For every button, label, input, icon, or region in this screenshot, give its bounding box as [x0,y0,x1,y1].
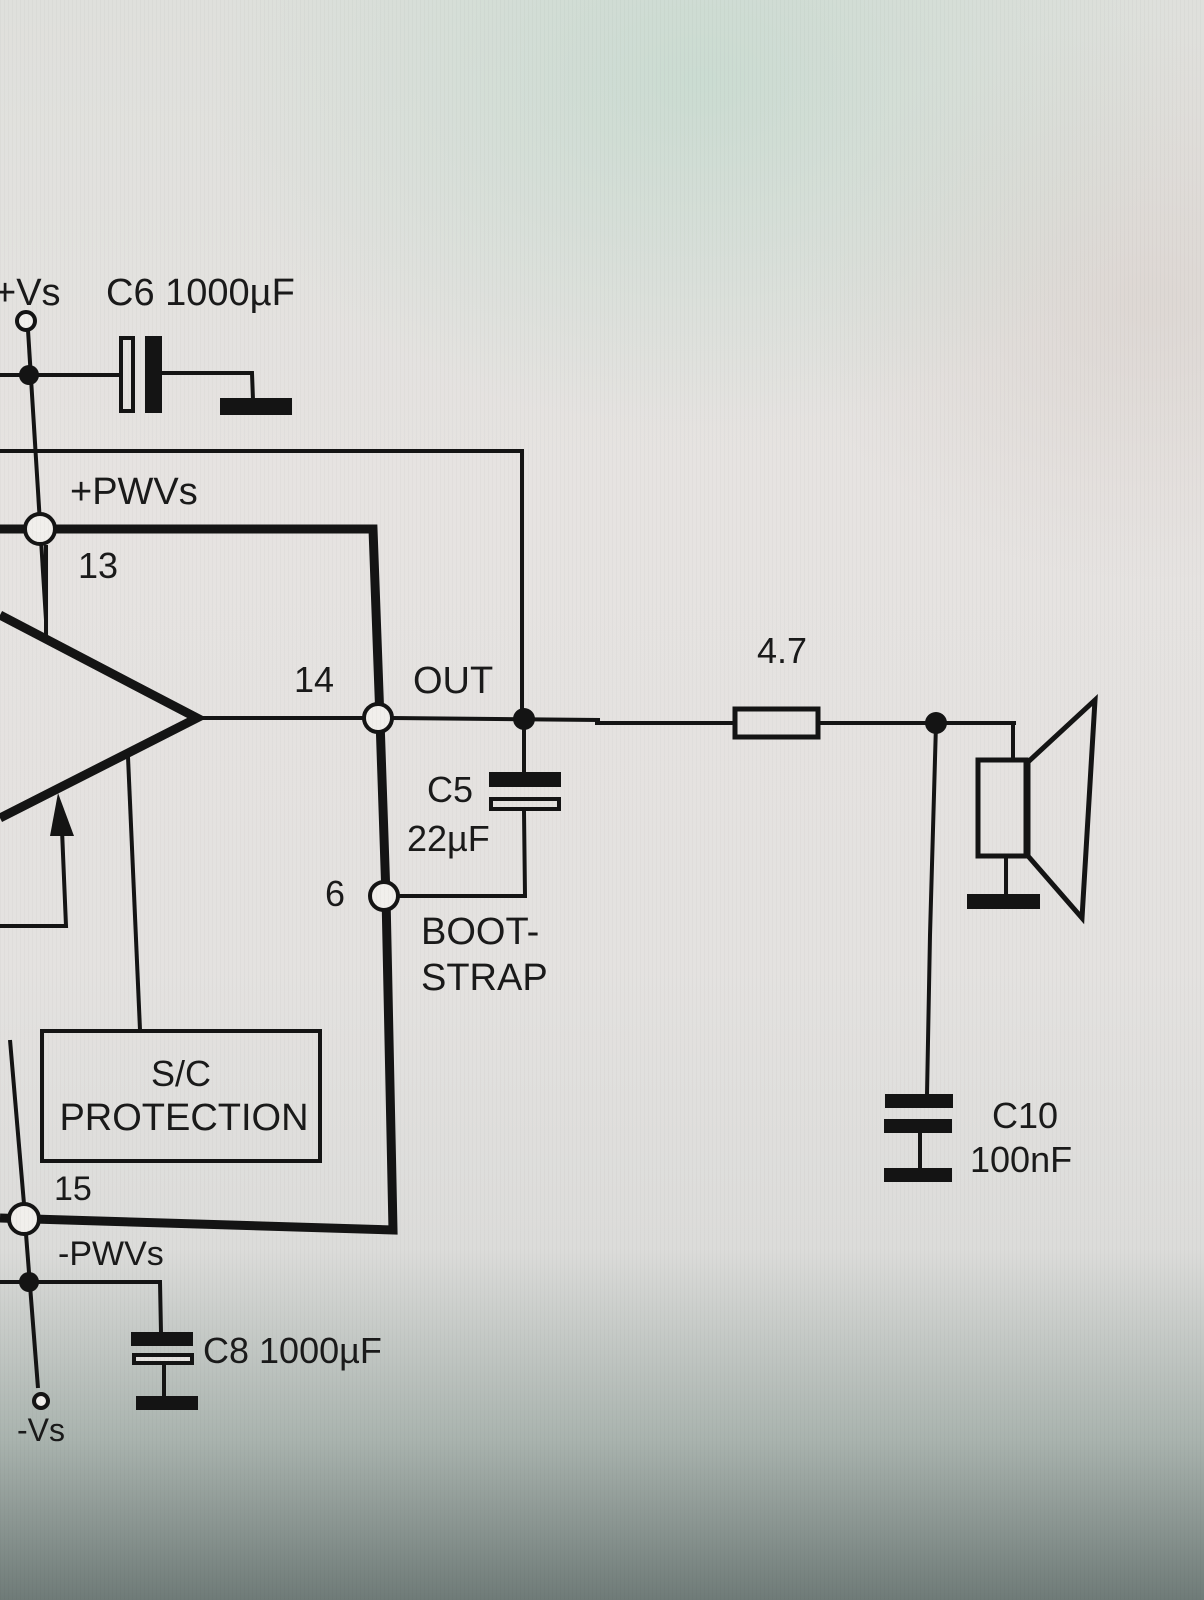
ground-icon [220,398,292,415]
resistor-4-7 [595,706,1016,740]
pin14-terminal-icon[interactable] [362,702,394,734]
vs-minus-terminal-icon [32,1392,50,1410]
pin13-label: 13 [78,545,118,586]
amplifier-symbol [0,545,370,1031]
protection-label-line2: PROTECTION [59,1097,308,1139]
ground-icon [967,894,1040,909]
vs-plus-terminal-icon [15,310,37,332]
sc-protection-block [40,1029,322,1163]
c10-plate-top-icon [885,1094,953,1108]
vs-minus-label: -Vs [17,1412,65,1448]
loudspeaker [967,693,1098,925]
ic-outline-right-bottom [0,719,398,1235]
c10-wire-top [925,723,938,1096]
c8-wire-top [0,1280,163,1334]
junction-dot [19,365,39,385]
bootstrap-label-line1: BOOT- [421,911,539,953]
c5-wire-bottom [398,810,528,898]
c8-label: C8 1000µF [203,1330,382,1371]
capacitor-c6 [119,336,292,415]
c10-plate-bottom-icon [884,1119,952,1133]
c8-negative-plate-icon [131,1332,193,1346]
c10-value-label: 100nF [970,1139,1072,1180]
left-rail-wire [8,1039,26,1205]
ground-icon [884,1168,952,1182]
c6-negative-plate-icon [145,336,162,413]
ground-icon [136,1396,198,1410]
capacitor-c5 [398,720,561,898]
capacitor-c10 [884,723,953,1182]
resistor-body-icon [732,706,821,740]
c8-positive-plate-icon [132,1353,194,1365]
c6-label: C6 1000µF [106,272,295,314]
c10-ref-label: C10 [992,1095,1058,1136]
feedback-wire [0,829,69,928]
bootstrap-feed-wire [0,449,524,720]
speaker-cone-icon [1025,693,1098,925]
pin6-label: 6 [325,873,345,914]
c5-positive-plate-icon [489,797,561,811]
junction-dot [513,708,535,730]
c5-negative-plate-icon [489,772,561,787]
c5-value-label: 22µF [407,818,490,859]
junction-dot [925,712,947,734]
c5-ref-label: C5 [427,769,473,810]
out-wire [391,716,601,722]
pwvs-plus-label: +PWVs [70,471,198,513]
pin14-label: 14 [294,659,334,700]
pin15-label: 15 [54,1170,92,1208]
c6-wire-right [162,371,255,401]
protection-sense-wire [126,756,142,1031]
bootstrap-label-line2: STRAP [421,957,548,999]
op-amp-triangle-icon [0,611,207,823]
vs-plus-label: +Vs [0,272,61,314]
c6-positive-plate-icon [119,336,135,413]
resistor-value-label: 4.7 [757,630,807,671]
pin13-terminal-icon[interactable] [23,512,57,546]
feedback-arrow-icon [50,793,74,836]
pin15-terminal-icon[interactable] [7,1202,41,1236]
speaker-coil-icon [975,757,1029,859]
positive-supply-terminal [0,310,120,621]
ic-outline-top [0,524,385,721]
protection-label-line1: S/C [151,1053,211,1094]
vs-minus-rail-wire [24,1233,40,1389]
capacitor-c8 [131,1332,198,1410]
out-label: OUT [413,660,493,702]
pin6-terminal-icon[interactable] [368,880,400,912]
pwvs-minus-label: -PWVs [58,1235,164,1273]
